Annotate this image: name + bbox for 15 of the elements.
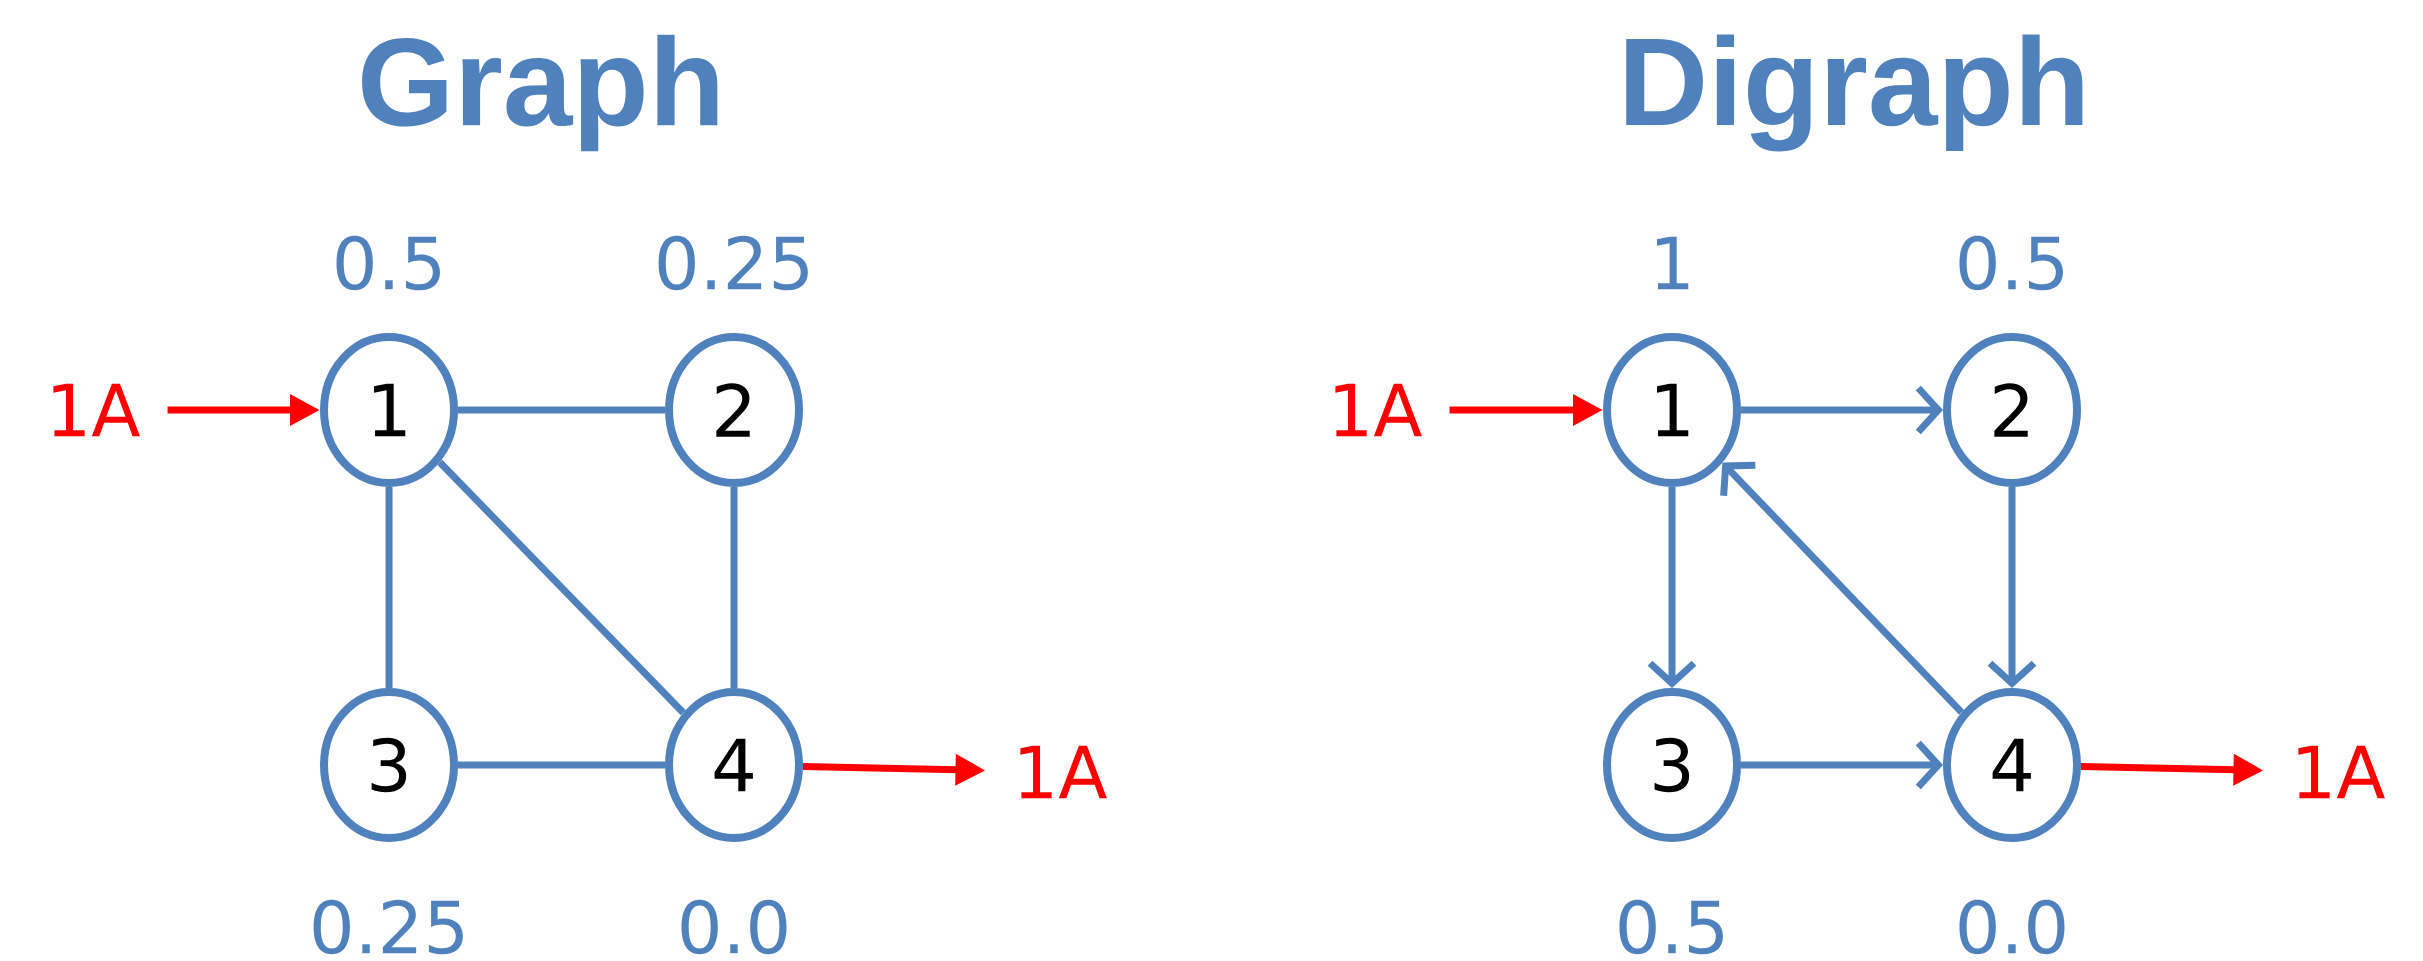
current-label: 1A [53, 383, 140, 437]
node-value: 0.5 [336, 235, 440, 291]
arrow [1720, 461, 1965, 715]
current-label: 1A [2298, 745, 2385, 799]
title: Digraph [1626, 34, 2083, 152]
title: Graph [362, 34, 718, 152]
node-value: 0.25 [658, 235, 808, 291]
node-value: 0.25 [313, 899, 463, 955]
current-label: 1A [1335, 383, 1422, 437]
node-value: 0.0 [1959, 899, 2065, 955]
node-value: 0.5 [1959, 235, 2063, 291]
node-value: 0.5 [1619, 899, 1723, 955]
current-label: 1A [1020, 745, 1107, 799]
node-value: 1 [1657, 236, 1689, 290]
node-value: 0.0 [681, 899, 787, 955]
